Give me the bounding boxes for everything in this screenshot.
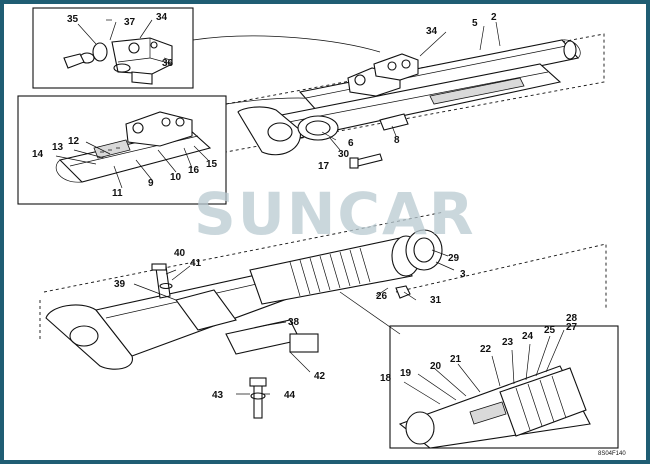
callout-9: 9 (148, 178, 154, 189)
callout-13: 13 (52, 142, 64, 153)
callout-31: 31 (430, 295, 442, 306)
callout-41: 41 (190, 258, 202, 269)
callout-3: 3 (460, 269, 466, 280)
exploded-parts-diagram: 35 37 34 36 2 5 34 12 13 14 11 9 10 16 1… (17, 7, 626, 457)
callout-23: 23 (502, 337, 514, 348)
callout-38: 38 (288, 317, 300, 328)
callout-40: 40 (174, 248, 186, 259)
callout-14: 14 (32, 149, 44, 160)
callout-8: 8 (394, 135, 400, 146)
callout-34b: 34 (426, 26, 438, 37)
callout-36: 36 (162, 58, 174, 69)
watermark-text: SUNCAR (194, 180, 476, 248)
callout-24: 24 (522, 331, 534, 342)
callout-16: 16 (188, 165, 200, 176)
upper-cylinder-assembly (225, 21, 605, 169)
callout-20: 20 (430, 361, 442, 372)
callout-17: 17 (318, 161, 330, 172)
callout-34: 34 (156, 12, 168, 23)
callout-25: 25 (544, 325, 556, 336)
callout-42: 42 (314, 371, 326, 382)
lower-cylinder-assembly (39, 211, 607, 419)
callout-30: 30 (338, 149, 350, 160)
drawing-code: 8S04F140 (598, 451, 626, 457)
inset-seal-detail (339, 291, 619, 449)
callout-12: 12 (68, 136, 80, 147)
callout-22: 22 (480, 344, 492, 355)
inset-clamp-detail (17, 35, 381, 205)
callout-5: 5 (472, 18, 478, 29)
callout-26: 26 (376, 291, 388, 302)
callout-2: 2 (491, 12, 497, 23)
callout-19: 19 (400, 368, 412, 379)
callout-28: 28 (566, 313, 578, 324)
inset-cap-detail (32, 7, 194, 89)
callout-37: 37 (124, 17, 136, 28)
callout-labels: 35 37 34 36 2 5 34 12 13 14 11 9 10 16 1… (32, 12, 578, 401)
callout-10: 10 (170, 172, 182, 183)
callout-21: 21 (450, 354, 462, 365)
callout-18: 18 (380, 373, 392, 384)
watermark-logo: SUNCAR (194, 180, 476, 248)
callout-39: 39 (114, 279, 126, 290)
callout-11: 11 (112, 188, 123, 199)
callout-6: 6 (348, 138, 354, 149)
callout-35: 35 (67, 14, 79, 25)
callout-44: 44 (284, 390, 296, 401)
callout-27: 27 (566, 322, 578, 333)
callout-29: 29 (448, 253, 460, 264)
callout-43: 43 (212, 390, 224, 401)
callout-15: 15 (206, 159, 218, 170)
